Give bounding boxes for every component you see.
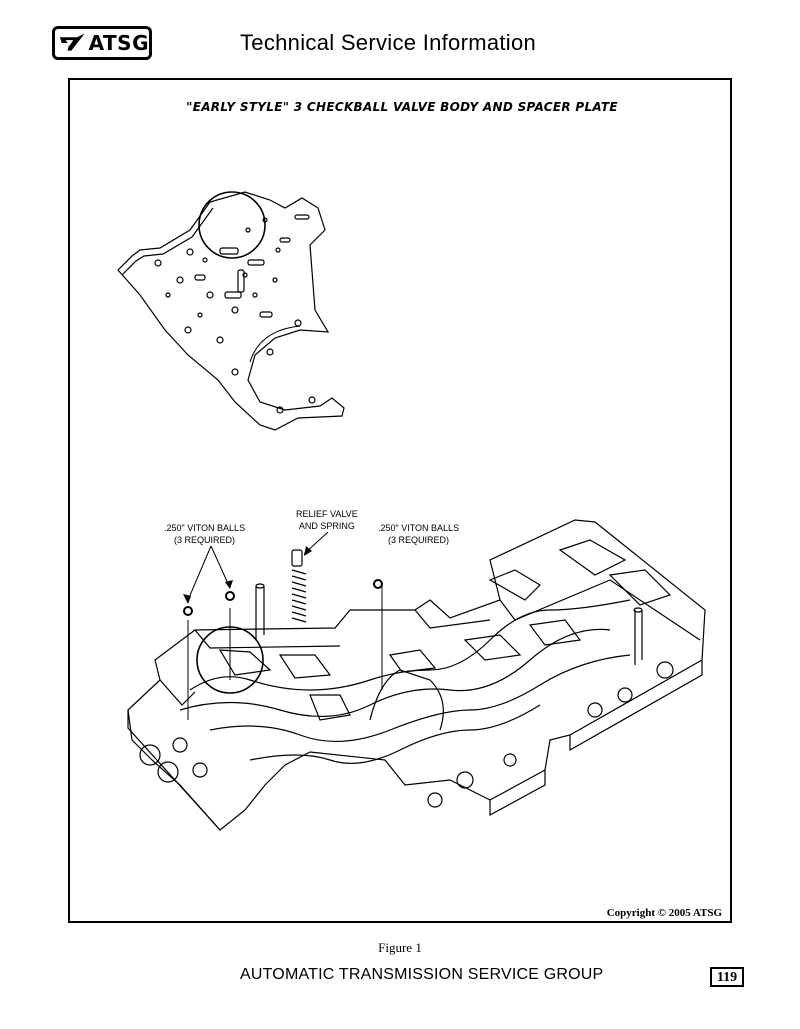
footer-organization: AUTOMATIC TRANSMISSION SERVICE GROUP bbox=[240, 966, 604, 983]
valve-body-diagram bbox=[117, 191, 706, 831]
left-viton-balls-line2: (3 REQUIRED) bbox=[174, 535, 236, 545]
atsg-logo: ATSG bbox=[52, 26, 152, 60]
relief-valve-spring-illustration bbox=[291, 549, 307, 623]
logo-text: ATSG bbox=[88, 31, 149, 55]
copyright-notice: Copyright © 2005 ATSG bbox=[606, 907, 722, 919]
right-viton-balls-line1: .250" VITON BALLS bbox=[378, 523, 460, 533]
relief-valve-line1: RELIEF VALVE bbox=[296, 509, 358, 519]
right-viton-balls-line2: (3 REQUIRED) bbox=[388, 535, 450, 545]
page-title: Technical Service Information bbox=[240, 30, 537, 55]
relief-valve-line2: AND SPRING bbox=[298, 521, 355, 531]
left-viton-balls-line1: .250" VITON BALLS bbox=[164, 523, 246, 533]
left-viton-balls-label: .250" VITON BALLS (3 REQUIRED) bbox=[164, 522, 245, 546]
valve-body-illustration bbox=[127, 519, 706, 831]
viton-balls-illustration bbox=[183, 579, 383, 616]
spacer-plate-illustration bbox=[117, 191, 345, 431]
figure-frame: "EARLY STYLE" 3 CHECKBALL VALVE BODY AND… bbox=[68, 78, 732, 923]
right-viton-balls-label: .250" VITON BALLS (3 REQUIRED) bbox=[378, 522, 459, 546]
page-number: 119 bbox=[710, 967, 744, 987]
relief-valve-label: RELIEF VALVE AND SPRING bbox=[296, 508, 358, 532]
checkmark-logo-icon bbox=[59, 33, 85, 51]
figure-title: "EARLY STYLE" 3 CHECKBALL VALVE BODY AND… bbox=[186, 100, 618, 114]
figure-caption: Figure 1 bbox=[378, 940, 422, 955]
